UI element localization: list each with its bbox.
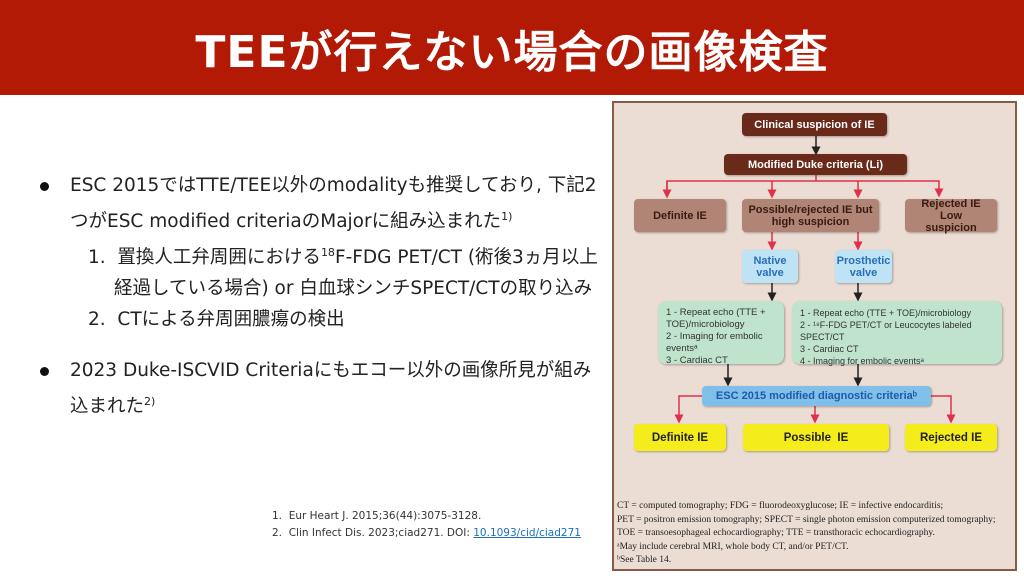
- slide-title: TEEが行えない場合の画像検査: [195, 26, 829, 78]
- ref-text: Clin Infect Dis. 2023;ciad271. DOI:: [288, 527, 474, 539]
- step-text: 1 - Repeat echo (TTE + TOE)/microbiology: [800, 308, 971, 318]
- native-steps-box: 1 - Repeat echo (TTE + TOE)/microbiology…: [658, 301, 784, 366]
- ref-mark: 2): [144, 395, 156, 409]
- bullet-esc2015: ESC 2015ではTTE/TEE以外のmodalityも推奨しており, 下記2…: [40, 170, 600, 237]
- footnote: TOE = transoesophageal echocardiography;…: [617, 528, 935, 538]
- clinical-suspicion-box: Clinical suspicion of IE: [742, 113, 887, 136]
- figure-footnotes: CT = computed tomography; FDG = fluorode…: [617, 500, 995, 568]
- definite-ie-box: Definite IE: [634, 199, 726, 232]
- sub-item-1: 1. 置換人工弁周囲における18F-FDG PET/CT (術後3ヵ月以上経過し…: [74, 237, 600, 304]
- modified-duke-box: Modified Duke criteria (Li): [724, 154, 907, 175]
- item-text: 置換人工弁周囲における: [117, 247, 321, 269]
- ref-mark: 1): [501, 210, 513, 223]
- footnote: ᵃMay include cerebral MRI, whole body CT…: [617, 541, 849, 552]
- bullet-dot-icon: [40, 367, 49, 377]
- title-banner: TEEが行えない場合の画像検査: [0, 0, 1024, 95]
- ref-text: Eur Heart J. 2015;36(44):3075-3128.: [288, 510, 482, 522]
- footnote: ᵇSee Table 14.: [617, 555, 672, 565]
- bullet-text: ESC 2015ではTTE/TEE以外のmodalityも推奨しており, 下記2…: [70, 175, 597, 233]
- prosthetic-steps-box: 1 - Repeat echo (TTE + TOE)/microbiology…: [792, 301, 1002, 366]
- ref-num: 2.: [272, 527, 283, 539]
- step-text: 3 - Cardiac CT: [800, 344, 859, 354]
- bullet-text: 2023 Duke-ISCVID Criteriaにもエコー以外の画像所見が組み…: [70, 360, 592, 418]
- final-definite-box: Definite IE: [634, 424, 726, 451]
- possible-high-suspicion-box: Possible/rejected IE but high suspicion: [742, 199, 879, 232]
- final-possible-box: Possible IE: [743, 424, 889, 451]
- bullet-duke-iscvid: 2023 Duke-ISCVID Criteriaにもエコー以外の画像所見が組み…: [40, 355, 600, 422]
- step-text: 2 - Imaging for embolic eventsᵃ: [666, 331, 763, 354]
- superscript: 18: [320, 246, 335, 260]
- references: 1. Eur Heart J. 2015;36(44):3075-3128. 2…: [272, 508, 581, 542]
- ref-num: 1.: [272, 510, 283, 522]
- prosthetic-valve-box: Prosthetic valve: [835, 250, 892, 283]
- flowchart-figure: Clinical suspicion of IE Modified Duke c…: [612, 101, 1017, 571]
- doi-link[interactable]: 10.1093/cid/ciad271: [473, 527, 581, 539]
- final-rejected-box: Rejected IE: [905, 424, 997, 451]
- item-text: F-FDG PET/CT (術後3ヵ月以上経過している場合) or 白血球シンチ…: [114, 247, 598, 300]
- bullet-dot-icon: [40, 182, 49, 191]
- sub-item-2: 2. CTによる弁周囲膿瘍の検出: [74, 304, 600, 335]
- esc-2015-criteria-box: ESC 2015 modified diagnostic criteriaᵇ: [702, 386, 931, 406]
- step-text: 2 - ¹⁸F-FDG PET/CT or Leucocytes labeled…: [800, 320, 972, 342]
- flowchart-arrows: [662, 136, 956, 424]
- native-valve-box: Native valve: [742, 250, 798, 283]
- item-text: CTによる弁周囲膿瘍の検出: [117, 309, 345, 331]
- item-num: 2.: [88, 309, 106, 331]
- step-text: 3 - Cardiac CT: [666, 355, 728, 366]
- item-num: 1.: [88, 247, 106, 269]
- step-text: 4 - Imaging for embolic eventsᵃ: [800, 356, 924, 366]
- footnote: PET = positron emission tomography; SPEC…: [617, 514, 996, 525]
- reference-1: 1. Eur Heart J. 2015;36(44):3075-3128.: [272, 508, 581, 525]
- bullet-list: ESC 2015ではTTE/TEE以外のmodalityも推奨しており, 下記2…: [40, 170, 600, 422]
- footnote: CT = computed tomography; FDG = fluorode…: [617, 501, 944, 511]
- rejected-low-suspicion-box: Rejected IE Low suspicion: [905, 198, 997, 234]
- step-text: 1 - Repeat echo (TTE + TOE)/microbiology: [666, 307, 766, 330]
- reference-2: 2. Clin Infect Dis. 2023;ciad271. DOI: 1…: [272, 525, 581, 542]
